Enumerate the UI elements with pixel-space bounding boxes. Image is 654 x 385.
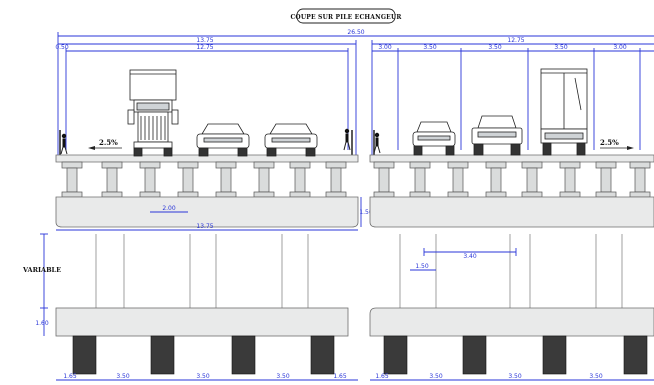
right-footing bbox=[369, 307, 654, 337]
dim-left-inner-width: 12.75 bbox=[196, 44, 213, 51]
drawing-title: COUPE SUR PILE ECHANGEUR bbox=[290, 14, 402, 21]
dim-right-deck-width: 12.75 bbox=[507, 37, 524, 44]
pedestrian-icons bbox=[60, 128, 381, 155]
dim-deck-depth: 1.50 bbox=[359, 209, 373, 216]
car-left-2 bbox=[264, 123, 318, 157]
dim-bottom-r-spacing-3: 3.50 bbox=[589, 373, 603, 380]
dim-bottom-edge-right: 1.65 bbox=[333, 373, 347, 380]
right-pile-dimensions: 3.40 1.50 bbox=[410, 248, 517, 271]
dim-bottom-r-edge: 1.65 bbox=[375, 373, 389, 380]
dim-bottom-r-spacing-2: 3.50 bbox=[508, 373, 522, 380]
title-block: COUPE SUR PILE ECHANGEUR bbox=[290, 8, 402, 24]
left-pier-columns bbox=[95, 234, 309, 308]
dim-bottom-edge-left: 1.65 bbox=[63, 373, 77, 380]
dim-left-pier-cap-width: 13.75 bbox=[196, 223, 213, 230]
left-deck: 2.5% bbox=[55, 130, 359, 163]
left-footing: 1.60 bbox=[35, 307, 349, 337]
dim-left-deck-width: 13.75 bbox=[196, 37, 213, 44]
dim-right-pile-spacing: 3.40 bbox=[463, 253, 477, 260]
label-variable: VARIABLE bbox=[22, 266, 61, 274]
dim-right-lane-b: 3.50 bbox=[423, 44, 437, 51]
right-piles bbox=[383, 335, 648, 375]
dim-right-lane-d: 3.50 bbox=[554, 44, 568, 51]
dim-bottom-spacing-3: 3.50 bbox=[276, 373, 290, 380]
right-girders bbox=[373, 161, 651, 198]
car-left-1 bbox=[196, 123, 250, 157]
left-girders bbox=[61, 161, 347, 198]
dim-footing-height: 1.60 bbox=[35, 320, 49, 327]
slope-right: 2.5% bbox=[600, 138, 619, 147]
truck-left bbox=[127, 69, 179, 157]
right-pier-columns bbox=[399, 234, 623, 308]
bottom-dimension-lines: 1.65 3.50 3.50 3.50 1.65 1.65 3.50 3.50 … bbox=[56, 373, 654, 381]
left-piles bbox=[72, 335, 335, 375]
dim-right-pile-offset: 1.50 bbox=[415, 263, 429, 270]
pickup-right bbox=[471, 115, 523, 156]
slope-left: 2.5% bbox=[99, 138, 118, 147]
top-dimension-lines: 26.50 13.75 12.75 0.50 12.75 3.00 3.50 3… bbox=[55, 29, 654, 158]
dim-left-edge: 0.50 bbox=[55, 44, 69, 51]
dim-bottom-spacing-1: 3.50 bbox=[116, 373, 130, 380]
dim-overall-top: 26.50 bbox=[347, 29, 364, 36]
dim-right-lane-c: 3.50 bbox=[488, 44, 502, 51]
car-right-1 bbox=[412, 121, 456, 156]
dim-right-lane-e: 3.00 bbox=[613, 44, 627, 51]
variable-height-dimension: VARIABLE bbox=[22, 233, 61, 309]
box-truck-right bbox=[540, 68, 588, 156]
dim-beam-spacing: 2.00 bbox=[162, 205, 176, 212]
dim-bottom-spacing-2: 3.50 bbox=[196, 373, 210, 380]
dim-right-lane-a: 3.00 bbox=[378, 44, 392, 51]
dim-bottom-r-spacing-1: 3.50 bbox=[429, 373, 443, 380]
left-pier-cap: 2.00 13.75 1.50 bbox=[55, 196, 373, 231]
right-pier-cap bbox=[369, 196, 654, 228]
